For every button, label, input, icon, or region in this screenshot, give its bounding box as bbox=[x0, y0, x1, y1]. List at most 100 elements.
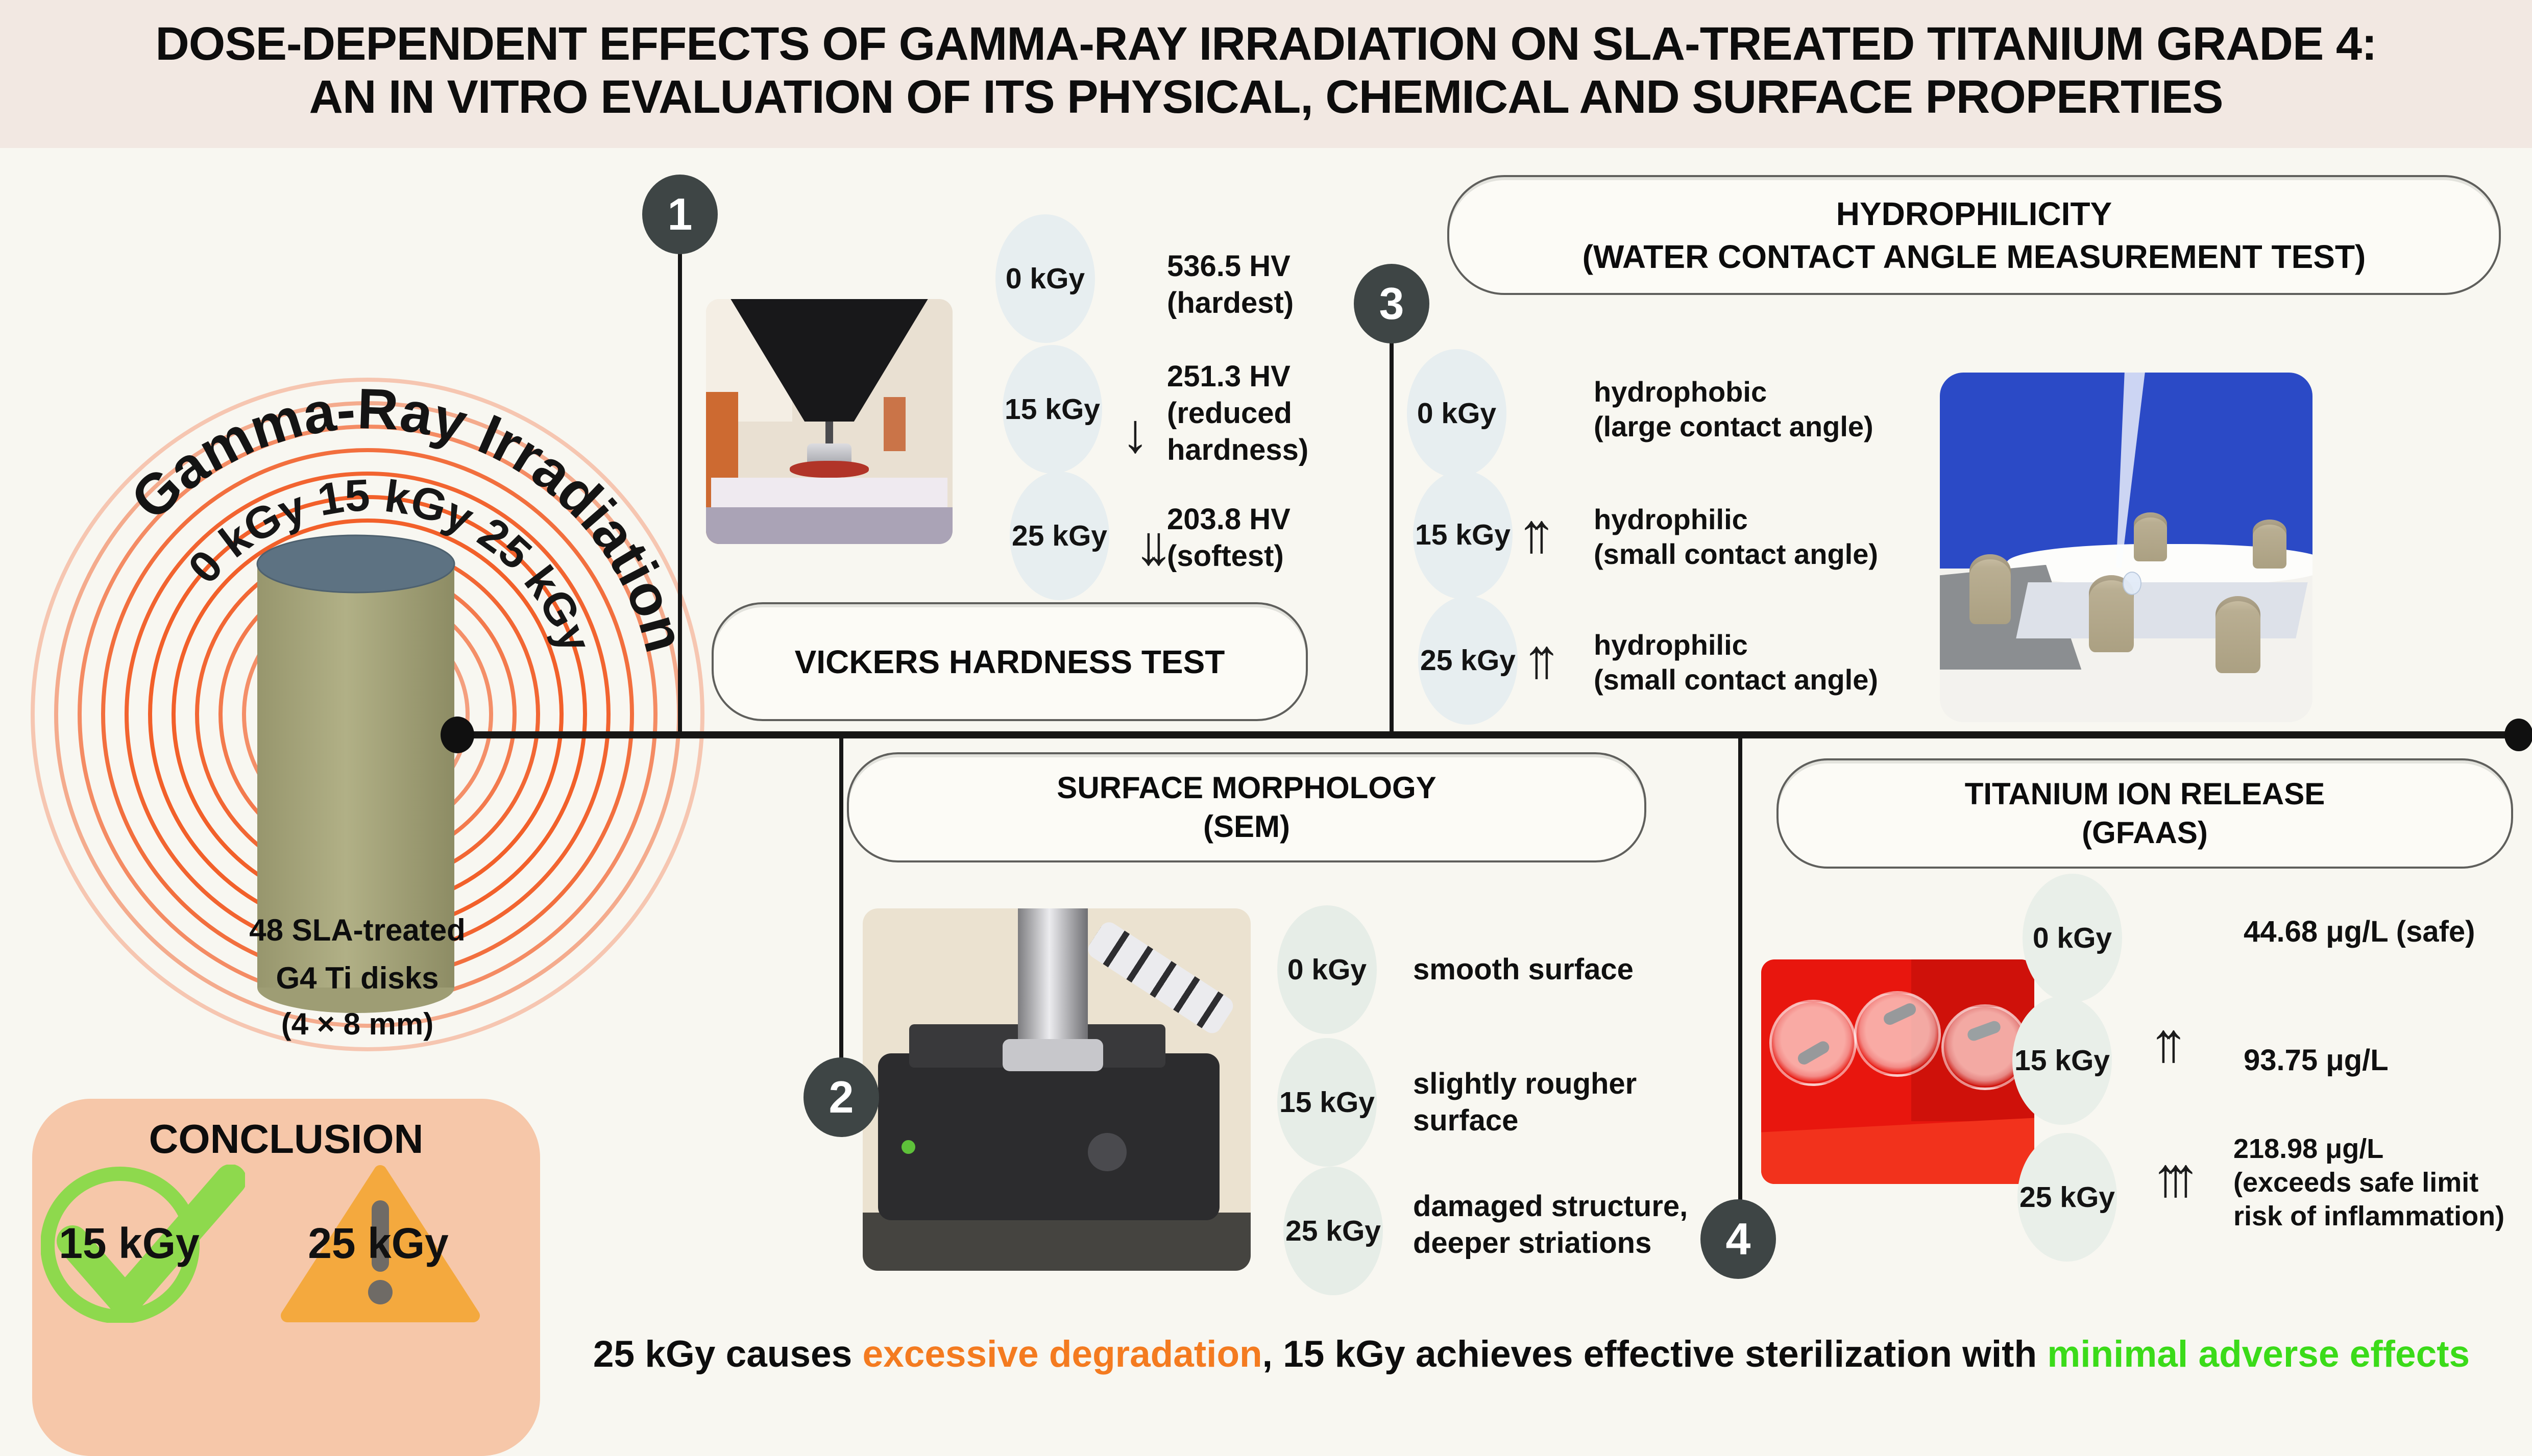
sem-row-2-values: damaged structure, deeper striations bbox=[1413, 1188, 1688, 1262]
increase-arrows-icon: ↑↑ bbox=[1523, 627, 1561, 689]
hydro-row-2-ellipse: 25 kGy bbox=[1418, 596, 1518, 725]
hydro-title-box: HYDROPHILICITY (WATER CONTACT ANGLE MEAS… bbox=[1447, 175, 2501, 295]
timeline bbox=[457, 731, 2521, 738]
value-line: hydrophilic bbox=[1594, 503, 1748, 535]
photo-stage-front bbox=[706, 507, 953, 544]
decrease-arrows-icon: ↓↓ bbox=[1135, 514, 1173, 576]
increase-arrows-icon: ↑↑↑ bbox=[2152, 1146, 2200, 1208]
warning-icon bbox=[281, 1165, 480, 1322]
step-2-badge: 2 bbox=[804, 1057, 879, 1137]
photo-sem-light bbox=[902, 1140, 915, 1154]
hydro-row-1-dose: 15 kGy bbox=[1415, 519, 1511, 551]
photo-sem-body bbox=[878, 1053, 1220, 1220]
value-line: (large contact angle) bbox=[1594, 410, 1873, 442]
hydro-row-2-values: hydrophilic (small contact angle) bbox=[1594, 628, 1878, 697]
hydro-row-2-dose: 25 kGy bbox=[1420, 644, 1516, 677]
value-line: (softest) bbox=[1167, 539, 1284, 573]
photo-vial-2 bbox=[1854, 991, 1941, 1077]
sem-row-1-ellipse: 15 kGy bbox=[1277, 1038, 1377, 1167]
step-3-number: 3 bbox=[1379, 278, 1404, 329]
hydro-row-0-dose: 0 kGy bbox=[1417, 397, 1497, 430]
vickers-row-2-values: 203.8 HV (softest) bbox=[1167, 501, 1291, 575]
vickers-row-1-values: 251.3 HV (reduced hardness) bbox=[1167, 358, 1308, 468]
photo-tray bbox=[2015, 582, 2307, 638]
photo-ti-disk-back-right bbox=[2253, 519, 2286, 569]
step-4-number: 4 bbox=[1725, 1214, 1751, 1264]
vickers-title-box: VICKERS HARDNESS TEST bbox=[712, 602, 1308, 721]
vickers-row-1-ellipse: 15 kGy bbox=[1003, 345, 1102, 474]
value-line: slightly rougher bbox=[1413, 1067, 1637, 1100]
gfaas-title-line1: TITANIUM ION RELEASE bbox=[1964, 777, 2325, 811]
step-3-badge: 3 bbox=[1354, 264, 1429, 343]
connector-2 bbox=[839, 735, 843, 1062]
value-line: surface bbox=[1413, 1104, 1519, 1137]
conclusion-safe-dose: 15 kGy bbox=[59, 1219, 200, 1267]
photo-orange-frame-right bbox=[883, 397, 906, 451]
value-line: deeper striations bbox=[1413, 1226, 1652, 1260]
sem-row-0-dose: 0 kGy bbox=[1287, 953, 1367, 986]
step-2-number: 2 bbox=[829, 1072, 854, 1122]
sample-caption-line1: 48 SLA-treated bbox=[249, 913, 466, 947]
photo-ti-disk-right bbox=[2216, 596, 2260, 674]
value-line: 251.3 HV bbox=[1167, 360, 1291, 393]
value-line: (small contact angle) bbox=[1594, 538, 1879, 570]
sample-caption-line3: (4 × 8 mm) bbox=[281, 1007, 434, 1041]
photo-red-tray bbox=[1761, 1118, 2034, 1184]
photo-ti-disk-back-center bbox=[2133, 512, 2168, 561]
bottom-note-start: 25 kGy causes bbox=[593, 1334, 863, 1375]
hydro-title-line2: (WATER CONTACT ANGLE MEASUREMENT TEST) bbox=[1582, 238, 2366, 275]
photo-sem-knob bbox=[1087, 1133, 1127, 1171]
value-line: 536.5 HV bbox=[1167, 250, 1291, 283]
sem-row-2-ellipse: 25 kGy bbox=[1283, 1167, 1383, 1295]
hydro-row-1-values: hydrophilic (small contact angle) bbox=[1594, 502, 1878, 572]
vickers-row-0-ellipse: 0 kGy bbox=[995, 214, 1095, 343]
value-line: hydrophobic bbox=[1594, 376, 1767, 408]
value-line: smooth surface bbox=[1413, 953, 1634, 986]
hydro-row-0-ellipse: 0 kGy bbox=[1407, 349, 1506, 478]
value-line: damaged structure, bbox=[1413, 1190, 1688, 1223]
title-band: DOSE-DEPENDENT EFFECTS OF GAMMA-RAY IRRA… bbox=[0, 0, 2532, 148]
value-line: hardness) bbox=[1167, 433, 1309, 466]
bottom-note: 25 kGy causes excessive degradation, 15 … bbox=[531, 1333, 2532, 1375]
sem-row-2-dose: 25 kGy bbox=[1285, 1215, 1381, 1247]
page-title-line2: AN IN VITRO EVALUATION OF ITS PHYSICAL, … bbox=[309, 71, 2224, 123]
decrease-arrow-icon: ↓ bbox=[1122, 402, 1149, 464]
conclusion-title: CONCLUSION bbox=[149, 1116, 424, 1162]
sem-row-0-ellipse: 0 kGy bbox=[1277, 905, 1377, 1034]
sample-caption-line2: G4 Ti disks bbox=[276, 961, 439, 995]
sem-row-0-values: smooth surface bbox=[1413, 951, 1634, 988]
gfaas-row-0-dose: 0 kGy bbox=[2032, 922, 2112, 954]
bottom-note-green: minimal adverse effects bbox=[2047, 1334, 2470, 1375]
value-line: (reduced bbox=[1167, 397, 1292, 430]
step-1-badge: 1 bbox=[642, 175, 718, 254]
photo-sem-collar bbox=[1002, 1039, 1104, 1072]
photo-vial-1-disk bbox=[1795, 1039, 1832, 1067]
step-1-number: 1 bbox=[667, 189, 693, 239]
connector-4 bbox=[1738, 735, 1742, 1204]
step-4-badge: 4 bbox=[1700, 1199, 1776, 1279]
gfaas-row-1-values: 93.75 μg/L bbox=[2244, 1042, 2389, 1079]
bottom-note-orange: excessive degradation bbox=[862, 1334, 1262, 1375]
hydro-row-1-ellipse: 15 kGy bbox=[1413, 471, 1513, 599]
gfaas-row-1-dose: 15 kGy bbox=[2014, 1044, 2110, 1077]
vickers-row-2-dose: 25 kGy bbox=[1012, 520, 1107, 552]
value-line: (exceeds safe limit bbox=[2233, 1167, 2479, 1198]
increase-arrows-icon: ↑↑ bbox=[2150, 1011, 2187, 1073]
vickers-row-0-values: 536.5 HV (hardest) bbox=[1167, 248, 1294, 322]
photo-ti-disk-left bbox=[1969, 554, 2011, 625]
check-icon bbox=[41, 1165, 245, 1323]
contact-angle-photo bbox=[1940, 373, 2312, 722]
hydro-row-0-values: hydrophobic (large contact angle) bbox=[1594, 375, 1873, 444]
sem-photo bbox=[863, 908, 1251, 1271]
page-title-line1: DOSE-DEPENDENT EFFECTS OF GAMMA-RAY IRRA… bbox=[155, 18, 2377, 70]
sem-row-1-dose: 15 kGy bbox=[1279, 1086, 1375, 1119]
vickers-test-photo bbox=[706, 299, 953, 544]
photo-sem-detector bbox=[1084, 919, 1237, 1037]
gfaas-row-2-ellipse: 25 kGy bbox=[2017, 1133, 2117, 1262]
value-line: 203.8 HV bbox=[1167, 503, 1291, 536]
timeline-right-dot bbox=[2504, 719, 2532, 751]
sem-row-1-values: slightly rougher surface bbox=[1413, 1066, 1637, 1139]
photo-sem-column bbox=[1018, 908, 1088, 1053]
sem-title-line2: (SEM) bbox=[1203, 809, 1290, 844]
sem-title-line1: SURFACE MORPHOLOGY bbox=[1057, 771, 1437, 805]
